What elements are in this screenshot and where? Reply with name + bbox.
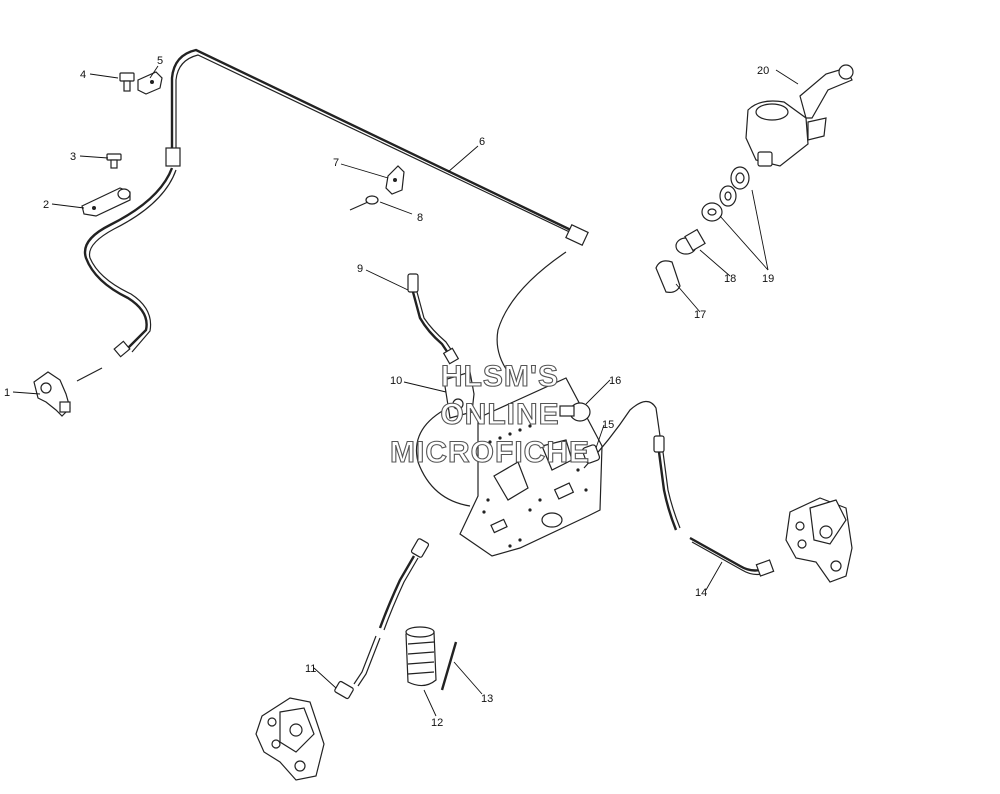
watermark-line-1: HLSM'S — [441, 360, 559, 393]
brake-cable-center — [496, 251, 567, 373]
callout-5: 5 — [157, 55, 163, 67]
brake-hose-part-14 — [689, 536, 775, 577]
banjo-bolt-part-18 — [675, 228, 706, 255]
brake-caliper-right — [785, 497, 853, 583]
callout-4: 4 — [80, 69, 86, 81]
watermark-line-3: MICROFICHE — [390, 436, 590, 469]
clip-part-7 — [385, 165, 405, 195]
callout-1: 1 — [4, 387, 10, 399]
master-cylinder-part-20 — [745, 64, 854, 167]
callout-8: 8 — [417, 212, 423, 224]
fitting-part-15 — [581, 444, 601, 464]
boot-part-12 — [405, 626, 437, 687]
watermark: HLSM'S ONLINE MICROFICHE — [389, 359, 590, 469]
boot-cap-part-17 — [655, 260, 681, 293]
callout-16: 16 — [609, 375, 621, 387]
callout-2: 2 — [43, 199, 49, 211]
callout-20: 20 — [757, 65, 769, 77]
rivet-part-8 — [349, 195, 379, 211]
brake-hose-right — [653, 435, 681, 531]
bolt-part-4 — [119, 72, 135, 92]
callout-15: 15 — [602, 419, 614, 431]
bolt-part-16 — [559, 402, 591, 422]
callout-12: 12 — [431, 717, 443, 729]
brake-hose-lower-left — [353, 538, 430, 687]
brake-hose-part-9 — [407, 273, 460, 365]
callout-7: 7 — [333, 157, 339, 169]
fitting-part-11 — [334, 680, 354, 700]
brake-caliper-left — [255, 697, 325, 781]
callout-3: 3 — [70, 151, 76, 163]
brake-tee-part-1 — [33, 371, 71, 417]
junction-block-part-10 — [443, 371, 475, 419]
callout-11: 11 — [305, 663, 316, 675]
clamp-bracket-part-2 — [81, 187, 131, 217]
mounting-plate — [459, 377, 603, 557]
callout-19: 19 — [762, 273, 774, 285]
brake-line-main — [165, 48, 589, 246]
callout-9: 9 — [357, 263, 363, 275]
callout-labels: 1 2 3 4 5 6 7 8 9 10 11 12 13 14 15 16 1… — [4, 55, 774, 729]
callout-10: 10 — [390, 375, 402, 387]
callout-14: 14 — [695, 587, 707, 599]
washers-part-19 — [701, 166, 750, 222]
callout-13: 13 — [481, 693, 493, 705]
callout-18: 18 — [724, 273, 736, 285]
brake-cable-loop — [415, 400, 661, 507]
bolt-part-3 — [106, 153, 122, 169]
callout-17: 17 — [694, 309, 706, 321]
leader-lines — [12, 65, 799, 717]
clip-part-5 — [137, 71, 163, 95]
pin-part-13 — [440, 641, 458, 691]
watermark-line-2: ONLINE — [440, 398, 559, 431]
callout-6: 6 — [479, 136, 485, 148]
brake-hose-left — [76, 167, 177, 382]
